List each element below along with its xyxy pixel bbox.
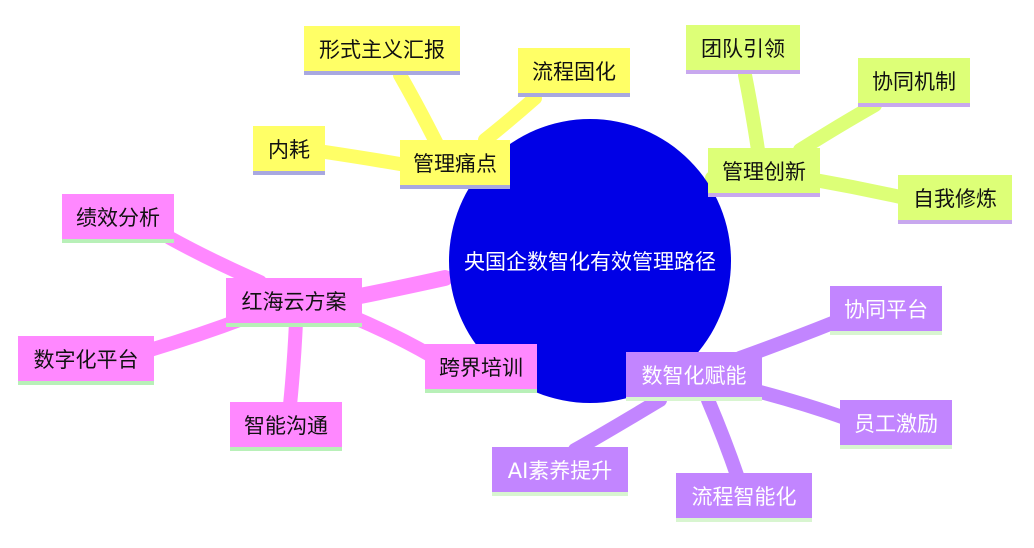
link-pain-2 — [478, 91, 542, 147]
pain-child-formalism[interactable]: 形式主义汇报 — [304, 26, 460, 75]
link-innov-2 — [793, 98, 882, 157]
link-pain-1 — [393, 68, 447, 157]
pain-child-internal-friction[interactable]: 内耗 — [253, 126, 325, 175]
link-digit-4 — [568, 393, 667, 457]
hong-child-digital-platform[interactable]: 数字化平台 — [18, 336, 154, 385]
link-pain-3 — [318, 145, 407, 171]
link-center-hong — [352, 270, 453, 304]
innov-child-team-lead[interactable]: 团队引领 — [686, 25, 800, 74]
link-innov-1 — [738, 68, 765, 157]
digit-child-incentive[interactable]: 员工激励 — [840, 400, 952, 449]
branch-digit[interactable]: 数智化赋能 — [626, 352, 762, 401]
innov-child-coordination[interactable]: 协同机制 — [858, 58, 970, 107]
hong-child-cross-training[interactable]: 跨界培训 — [425, 344, 537, 393]
link-hong-4 — [348, 311, 437, 362]
branch-innov[interactable]: 管理创新 — [708, 148, 820, 197]
branch-pain[interactable]: 管理痛点 — [400, 140, 510, 189]
link-hong-3 — [283, 315, 303, 412]
hong-child-smart-comm[interactable]: 智能沟通 — [230, 402, 342, 451]
link-innov-3 — [808, 173, 912, 205]
link-digit-3 — [701, 393, 745, 485]
branch-hong[interactable]: 红海云方案 — [226, 278, 362, 327]
hong-child-performance[interactable]: 绩效分析 — [62, 194, 174, 243]
link-hong-1 — [163, 231, 267, 289]
digit-child-ai-literacy[interactable]: AI素养提升 — [492, 447, 628, 496]
digit-child-coop-platform[interactable]: 协同平台 — [830, 286, 942, 335]
digit-child-smart-process[interactable]: 流程智能化 — [676, 473, 812, 522]
innov-child-self-cultivation[interactable]: 自我修炼 — [898, 175, 1012, 224]
pain-child-process-rigid[interactable]: 流程固化 — [518, 48, 630, 97]
